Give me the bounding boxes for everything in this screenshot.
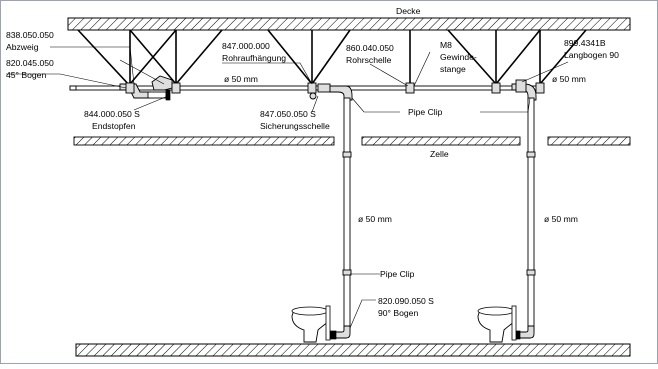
main-pipe-fittings [119, 75, 545, 101]
ceiling-label: Decke [396, 6, 421, 16]
cell-slab [73, 136, 631, 146]
main-pipe [69, 85, 541, 91]
diameter-labels: ø 50 mm ø 50 mm ø 50 mm ø 50 mm [224, 74, 586, 224]
safety-clamp-name: Sicherungsschelle [260, 121, 330, 131]
rod-name-2: stange [440, 64, 466, 74]
long-bend-code: 899.4341B [564, 38, 606, 48]
cell-label: Zelle [430, 149, 449, 159]
pipe-clip-lower-label: Pipe Clip [380, 269, 415, 279]
bend45-name: 45° Bogen [6, 70, 46, 80]
riser-left [329, 85, 353, 340]
endcap-name: Endstopfen [92, 121, 136, 131]
bend45-code: 820.045.050 [6, 58, 54, 68]
pipe-clamp-name: Rohrschelle [346, 55, 392, 65]
ceiling-slab [67, 17, 631, 31]
pipe-clamp-code: 860.040.050 [346, 43, 394, 53]
floor-slab [75, 343, 631, 357]
rod-name-1: Gewinde- [440, 52, 477, 62]
riser-right [511, 79, 537, 340]
long-bend-name: Langbogen 90 [564, 50, 619, 60]
riser-right-diameter: ø 50 mm [544, 214, 578, 224]
component-labels: 838.050.050 Abzweig 820.045.050 45° Boge… [6, 30, 619, 318]
toilet-right [477, 305, 517, 343]
riser-left-diameter: ø 50 mm [358, 214, 392, 224]
bend90-name: 90° Bogen [378, 308, 418, 318]
hanger-rods [77, 29, 587, 87]
branch-name: Abzweig [6, 42, 39, 52]
leader-lines [6, 46, 569, 329]
hanger-name: Rohraufhängung [222, 53, 286, 63]
rod-code: M8 [440, 40, 452, 50]
endcap-code: 844.000.050 S [84, 109, 140, 119]
safety-clamp-code: 847.050.050 S [260, 109, 316, 119]
toilet-left [291, 305, 331, 343]
main-left-diameter: ø 50 mm [224, 74, 258, 84]
main-right-diameter: ø 50 mm [552, 74, 586, 84]
branch-code: 838.050.050 [6, 30, 54, 40]
bend90-code: 820.090.050 S [378, 296, 434, 306]
pipe-clip-upper-label: Pipe Clip [408, 107, 443, 117]
hanger-code: 847.000.000 [222, 41, 270, 51]
